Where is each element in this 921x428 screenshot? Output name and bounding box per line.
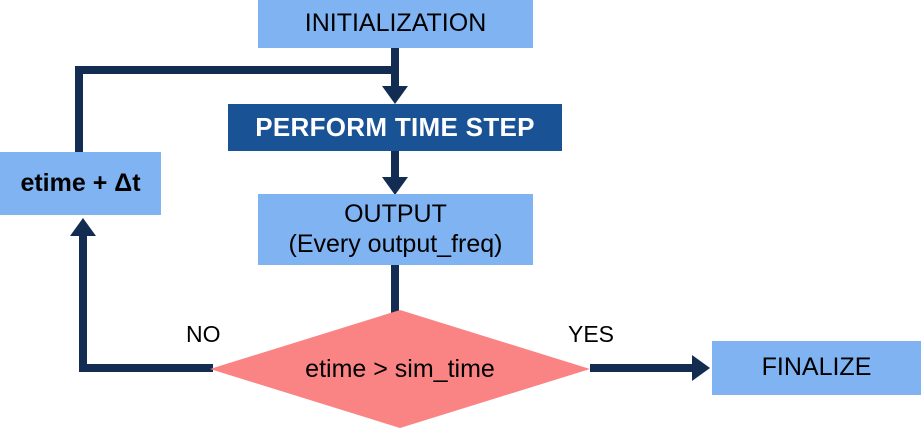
edge-output-to-decision (391, 265, 399, 350)
node-finalize-label: FINALIZE (761, 353, 872, 382)
node-output: OUTPUT (Every output_freq) (258, 194, 533, 265)
arrow-down-icon-perform-to-output (382, 177, 408, 195)
edge-decision-no-vertical-segment (79, 236, 87, 368)
edge-label-no: NO (186, 321, 221, 347)
node-decision-label: etime > sim_time (305, 354, 495, 383)
edge-initialization-to-perform-time-step (391, 48, 399, 90)
node-output-label: OUTPUT (Every output_freq) (288, 200, 503, 258)
node-perform-time-step-label: PERFORM TIME STEP (255, 112, 535, 143)
edge-decision-no-horizontal-segment (79, 364, 213, 372)
node-decision-etime-vs-sim-time: etime > sim_time (210, 310, 590, 428)
edge-perform-time-step-to-output (391, 151, 399, 179)
node-finalize: FINALIZE (712, 341, 921, 395)
edge-loop-horizontal-segment (75, 66, 399, 74)
node-decision-label-wrapper: etime > sim_time (210, 310, 590, 428)
edge-decision-yes-to-finalize (590, 364, 694, 372)
arrow-down-icon-initialization-to-perform (382, 86, 408, 104)
arrow-right-icon-yes-to-finalize (692, 355, 710, 381)
edge-label-yes: YES (568, 321, 615, 347)
node-etime-increment: etime + Δt (0, 152, 161, 215)
arrow-up-icon-no-to-etime-increment (70, 218, 96, 236)
node-initialization: INITIALIZATION (258, 0, 533, 48)
node-perform-time-step: PERFORM TIME STEP (228, 104, 562, 151)
node-etime-increment-label: etime + Δt (20, 168, 141, 197)
node-initialization-label: INITIALIZATION (304, 9, 487, 38)
edge-loop-vertical-segment (75, 70, 83, 156)
